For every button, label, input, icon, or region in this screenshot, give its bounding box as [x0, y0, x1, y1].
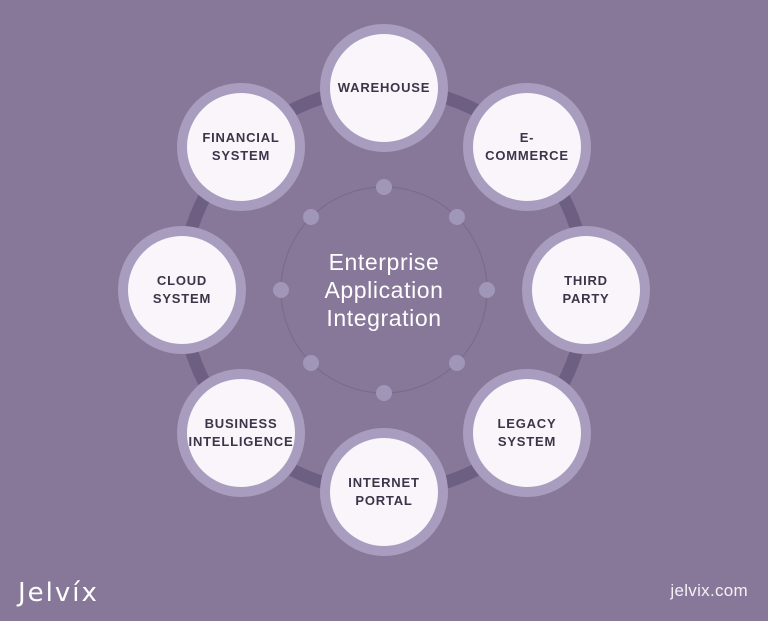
diagram-title-line: Integration	[326, 305, 442, 331]
node-label: LEGACY SYSTEM	[497, 416, 557, 449]
diagram-title-line: Enterprise	[328, 249, 440, 275]
diagram-title-line: Application	[324, 277, 444, 303]
website-url: jelvix.com	[670, 581, 748, 600]
orbit-dot	[449, 355, 465, 371]
orbit-dot	[449, 209, 465, 225]
node-warehouse: WAREHOUSE	[320, 24, 448, 152]
node-cloud-system: CLOUD SYSTEM	[118, 226, 246, 354]
node-label: THIRD PARTY	[562, 273, 610, 306]
diagram-title: Enterprise Application Integration	[324, 248, 443, 332]
orbit-dot	[273, 282, 289, 298]
node-label: BUSINESS INTELLIGENCE	[188, 416, 294, 449]
node-label: CLOUD SYSTEM	[152, 273, 212, 306]
node-third-party: THIRD PARTY	[522, 226, 650, 354]
node-label: WAREHOUSE	[337, 80, 431, 96]
node-e-commerce: E-COMMERCE	[463, 83, 591, 211]
node-label: INTERNET PORTAL	[348, 475, 420, 508]
orbit-dot	[376, 179, 392, 195]
node-internet-portal: INTERNET PORTAL	[320, 428, 448, 556]
node-legacy-system: LEGACY SYSTEM	[463, 369, 591, 497]
node-label: E-COMMERCE	[485, 130, 569, 163]
jelvix-logo: Jelvíx	[18, 578, 99, 608]
node-financial-system: FINANCIAL SYSTEM	[177, 83, 305, 211]
orbit-dot	[303, 209, 319, 225]
orbit-dot	[303, 355, 319, 371]
orbit-dot	[376, 385, 392, 401]
node-business-intelligence: BUSINESS INTELLIGENCE	[177, 369, 305, 497]
node-label: FINANCIAL SYSTEM	[202, 130, 280, 163]
orbit-dot	[479, 282, 495, 298]
orbit-dots	[273, 179, 495, 401]
